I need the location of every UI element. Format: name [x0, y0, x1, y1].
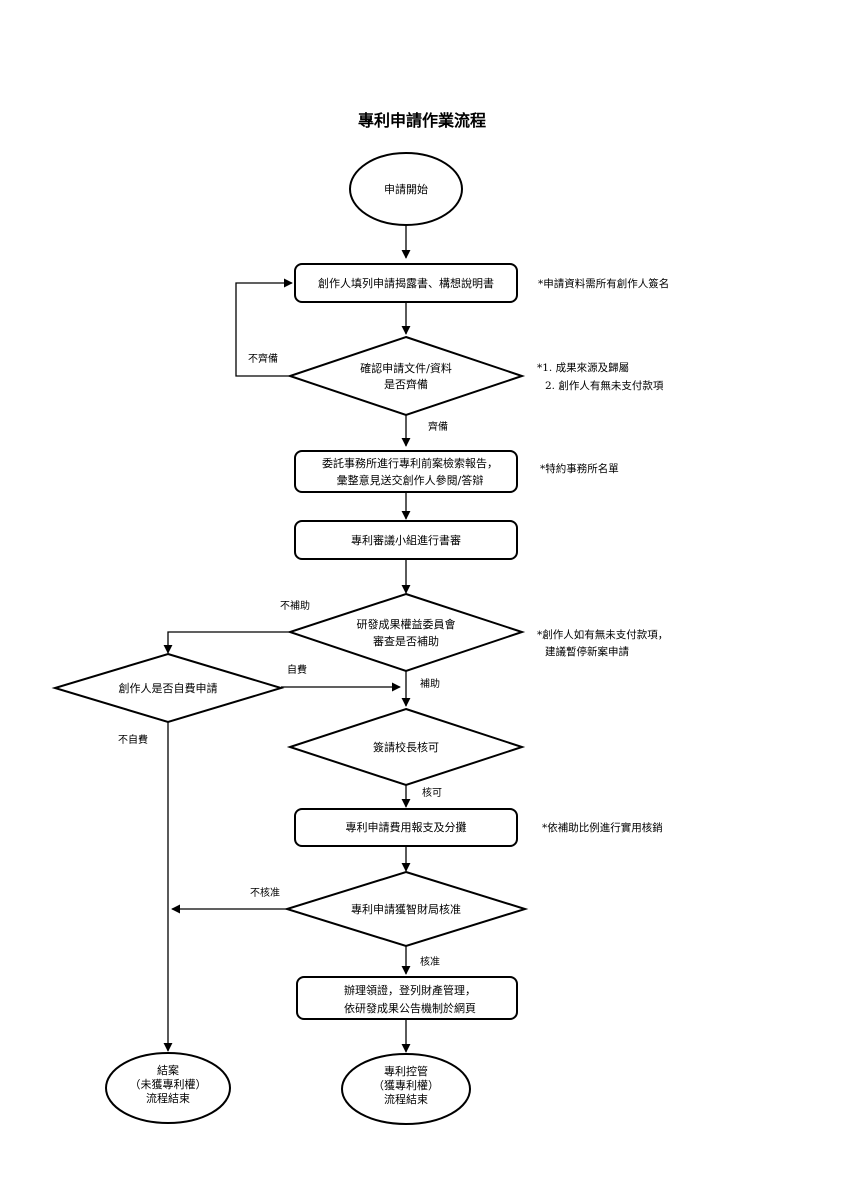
label-line: （獲專利權） — [373, 1079, 439, 1092]
label-line: 確認申請文件/資料 — [360, 361, 452, 375]
label-line: （未獲專利權） — [130, 1078, 207, 1091]
label-line: 委託事務所進行專利前案檢索報告， — [322, 456, 498, 470]
page-title: 專利申請作業流程 — [358, 111, 486, 130]
label-line: 專利申請費用報支及分攤 — [346, 820, 467, 834]
edge-label-rejected: 不核准 — [250, 886, 280, 899]
confirm-docs-decision — [290, 337, 522, 415]
label-line: 流程結束 — [384, 1092, 428, 1106]
note-doc-items: *1. 成果來源及歸屬 2. 創作人有無未支付款項 — [537, 361, 664, 392]
edge-label-no-subsidy: 不補助 — [280, 599, 310, 612]
label-line: 審查是否補助 — [373, 634, 439, 648]
edge-label-not-complete: 不齊備 — [248, 352, 278, 365]
edge-label-granted: 核准 — [420, 955, 440, 968]
president-label: 簽請校長核可 — [373, 740, 439, 754]
label-line: 創作人填列申請揭露書、構想說明書 — [318, 276, 494, 290]
review-group-label: 專利審議小組進行書審 — [351, 533, 461, 547]
label-line: 研發成果權益委員會 — [357, 617, 456, 631]
label-line: 辦理領證，登列財產管理， — [344, 983, 476, 997]
note-unpaid: *創作人如有無未支付款項， 建議暫停新案申請 — [537, 628, 668, 658]
note-signature: *申請資料需所有創作人簽名 — [538, 277, 669, 290]
label-line: 流程結束 — [146, 1091, 190, 1105]
edge-label-subsidy: 補助 — [420, 677, 440, 690]
label-line: 依研發成果公告機制於網頁 — [344, 1001, 476, 1015]
label-line: *特約事務所名單 — [540, 462, 619, 475]
committee-decision — [290, 594, 522, 671]
ipo-label: 專利申請獲智財局核准 — [351, 902, 461, 916]
label-line: *創作人如有無未支付款項， — [537, 628, 668, 641]
label-line: 簽請校長核可 — [373, 740, 439, 754]
label-line: 彙整意見送交創作人參閱/答辯 — [337, 473, 484, 487]
start-label: 申請開始 — [384, 182, 428, 196]
label-line: *依補助比例進行實用核銷 — [542, 821, 663, 834]
edge-label-self-funded: 自費 — [287, 663, 307, 676]
note-ratio: *依補助比例進行實用核銷 — [542, 821, 663, 834]
label-line: 建議暫停新案申請 — [545, 645, 629, 658]
note-firms: *特約事務所名單 — [540, 462, 619, 475]
label-line: *申請資料需所有創作人簽名 — [538, 277, 669, 290]
self-pay-label: 創作人是否自費申請 — [119, 681, 218, 695]
edge-label-complete: 齊備 — [428, 420, 448, 433]
label-line: 是否齊備 — [384, 377, 428, 391]
edge-label-approved: 核可 — [422, 786, 442, 799]
label-line: 專利申請獲智財局核准 — [351, 902, 461, 916]
label-line: 專利控管 — [384, 1064, 428, 1078]
label-line: 2. 創作人有無未支付款項 — [545, 379, 664, 392]
edge-label-not-self-funded: 不自費 — [118, 733, 148, 746]
label-line: 申請開始 — [384, 182, 428, 196]
expense-label: 專利申請費用報支及分攤 — [346, 820, 467, 834]
label-line: 創作人是否自費申請 — [119, 681, 218, 695]
label-line: 專利審議小組進行書審 — [351, 533, 461, 547]
label-line: *1. 成果來源及歸屬 — [537, 361, 629, 374]
label-line: 結案 — [157, 1063, 179, 1077]
fill-form-label: 創作人填列申請揭露書、構想說明書 — [318, 276, 494, 290]
